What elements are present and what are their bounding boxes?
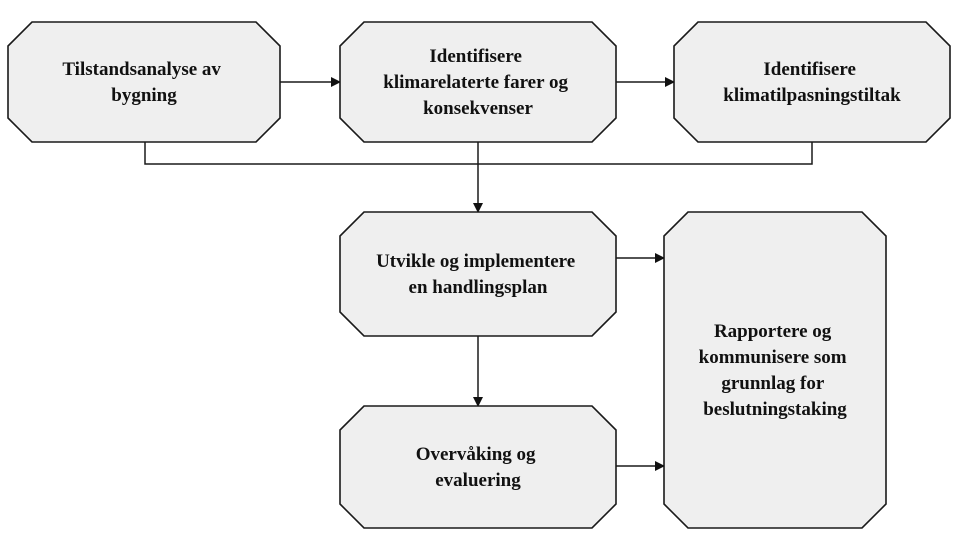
node-overvaking: Overvåking og evaluering [339,405,617,529]
node-text-line: grunnlag for [721,373,824,394]
node-tilstandsanalyse: Tilstandsanalyse av bygning [7,21,281,143]
node-identifisere-tiltak: Identifisere klimatilpasningstiltak [673,21,951,143]
node-text-line: beslutningstaking [703,399,847,420]
node-text-line: en handlingsplan [409,277,548,298]
node-text-line: klimarelaterte farer og [383,72,568,93]
svg-text:Identifisere klimatilpas: Identifisere klimatilpasningstiltak [723,59,901,106]
node-text-line: Rapportere og [714,321,832,342]
node-text-line: Overvåking og [416,444,536,465]
node-identifisere-farer: Identifisere klimarelaterte farer og kon… [339,21,617,143]
svg-text:Utvikle og implementere: Utvikle og implementere en handlingsplan [376,251,580,298]
node-text-line: bygning [111,85,177,106]
connectors [144,77,813,471]
svg-text:Overvåking og evaluering: Overvåking og evaluering [416,444,541,491]
node-text-line: Utvikle og implementere [376,251,575,272]
node-text-line: Tilstandsanalyse av [62,59,221,80]
node-text-line: Identifisere [429,46,522,67]
svg-text:Rapportere og kommuniser: Rapportere og kommunisere som grunnlag f… [699,321,852,420]
node-handlingsplan: Utvikle og implementere en handlingsplan [339,211,617,337]
node-text-line: klimatilpasningstiltak [723,85,901,106]
node-text-line: konsekvenser [423,98,533,119]
node-text-line: kommunisere som [699,347,847,368]
node-rapportere: Rapportere og kommunisere som grunnlag f… [663,211,887,529]
node-text-line: evaluering [435,470,521,491]
svg-text:Identifisere klimarelate: Identifisere klimarelaterte farer og kon… [383,46,572,119]
svg-text:Tilstandsanalyse av bygn: Tilstandsanalyse av bygning [62,59,225,106]
node-text-line: Identifisere [763,59,856,80]
